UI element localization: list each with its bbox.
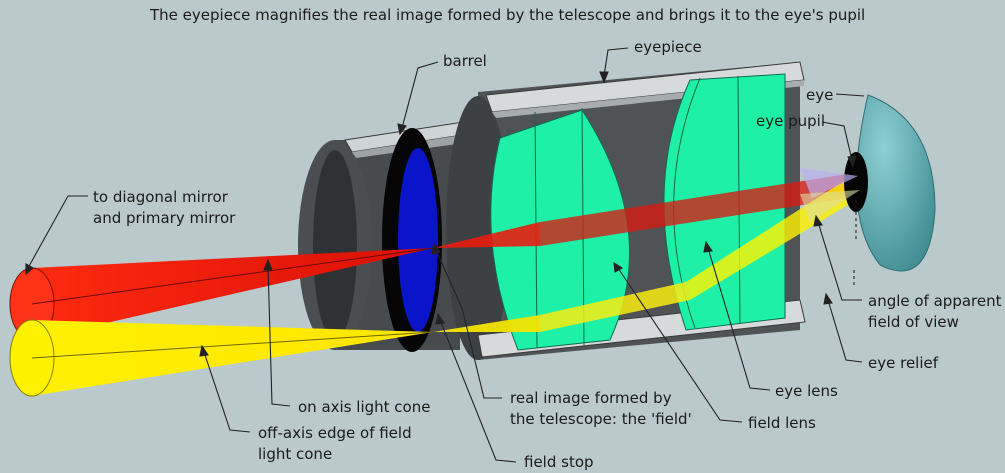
eye — [800, 94, 936, 272]
leader-lines — [25, 47, 865, 463]
label-barrel: barrel — [443, 52, 487, 70]
label-off-axis-line1: off-axis edge of field — [258, 424, 412, 442]
label-eye-lens: eye lens — [775, 382, 838, 400]
label-to-mirror-line1: to diagonal mirror — [93, 188, 228, 206]
label-field-stop: field stop — [524, 453, 594, 471]
label-real-image-line1: real image formed by — [510, 389, 672, 407]
label-off-axis-line2: light cone — [258, 445, 333, 463]
label-eye: eye — [806, 86, 834, 104]
label-angle-line2: field of view — [868, 313, 959, 331]
label-field-lens: field lens — [748, 414, 816, 432]
label-angle-line1: angle of apparent — [868, 292, 1002, 310]
label-on-axis-cone: on axis light cone — [298, 398, 431, 416]
label-eye-relief: eye relief — [868, 354, 939, 372]
diagram-title: The eyepiece magnifies the real image fo… — [150, 6, 866, 24]
label-to-mirror-line2: and primary mirror — [93, 209, 236, 227]
field-stop — [382, 128, 442, 352]
label-real-image-line2: the telescope: the 'field' — [510, 410, 692, 428]
label-eyepiece: eyepiece — [634, 38, 702, 56]
label-eye-pupil: eye pupil — [756, 112, 825, 130]
